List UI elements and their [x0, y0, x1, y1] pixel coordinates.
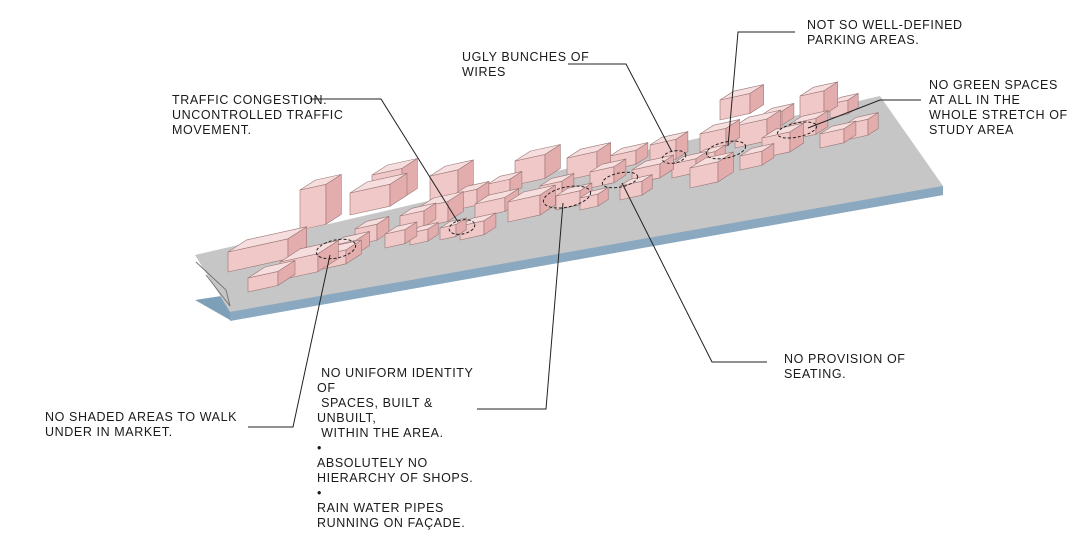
building-blocks: [227, 81, 879, 293]
identity-line-9: RAIN WATER PIPES: [317, 501, 444, 515]
identity-line-4: WITHIN THE AREA.: [317, 426, 444, 440]
leader-green: [807, 99, 921, 129]
identity-line-0: NO UNIFORM IDENTITY: [317, 366, 474, 380]
building-block: [719, 84, 764, 121]
marker-green: [776, 121, 818, 139]
building-block: [819, 120, 857, 149]
building-block: [739, 142, 775, 171]
building-block: [514, 143, 561, 186]
marker-parking: [705, 140, 747, 160]
leader-wires: [568, 63, 673, 153]
building-block: [579, 186, 609, 211]
leader-traffic: [310, 98, 459, 223]
leader-parking: [727, 31, 795, 147]
ground-slab-front: [230, 186, 943, 321]
building-block: [299, 173, 342, 231]
annotation-traffic-congestion: TRAFFIC CONGESTION. UNCONTROLLED TRAFFIC…: [172, 93, 344, 137]
annotation-no-shaded-areas: NO SHADED AREAS TO WALK UNDER IN MARKET.: [45, 410, 238, 439]
road-outline: [195, 261, 231, 307]
building-block: [689, 151, 734, 189]
identity-line-10: RUNNING ON FAÇADE.: [317, 516, 466, 530]
identity-line-1: OF: [317, 381, 336, 395]
annotation-parking-areas: NOT SO WELL-DEFINED PARKING AREAS.: [807, 18, 963, 47]
identity-line-5: •: [317, 441, 322, 455]
marker-wires: [661, 150, 687, 164]
marker-seating: [601, 171, 639, 189]
building-block: [384, 221, 418, 249]
identity-line-7: HIERARCHY OF SHOPS.: [317, 471, 474, 485]
building-block: [439, 217, 467, 241]
annotation-no-green-spaces: NO GREEN SPACES AT ALL IN THE WHOLE STRE…: [929, 78, 1068, 137]
building-block: [227, 226, 308, 273]
annotation-no-seating: NO PROVISION OF SEATING.: [784, 352, 906, 381]
leader-lines: [248, 31, 921, 428]
marker-identity: [542, 185, 592, 209]
leader-shaded: [248, 254, 331, 428]
marker-traffic: [448, 219, 476, 235]
leader-seating: [621, 182, 767, 363]
building-block: [247, 259, 296, 293]
identity-line-3: UNBUILT,: [317, 411, 377, 425]
marker-shaded-areas: [315, 238, 357, 260]
identity-line-8: •: [317, 486, 322, 500]
problem-markers: [315, 121, 818, 260]
leader-identity: [477, 202, 564, 410]
building-block: [349, 172, 408, 216]
identity-line-6: ABSOLUTELY NO: [317, 456, 428, 470]
identity-line-2: SPACES, BUILT &: [317, 396, 433, 410]
annotation-ugly-wires: UGLY BUNCHES OF WIRES: [462, 50, 590, 79]
building-block: [589, 158, 627, 189]
